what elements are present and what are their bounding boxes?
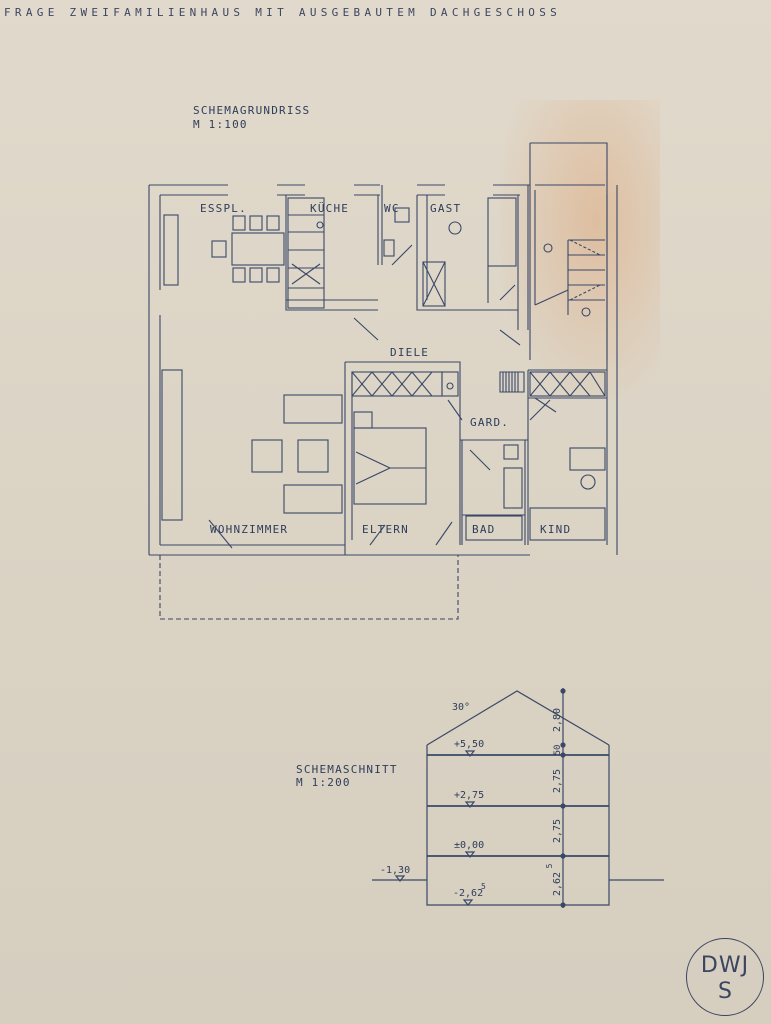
level-label-basement: -2,62 — [453, 888, 483, 899]
room-label-kueche: KÜCHE — [310, 202, 350, 215]
level-label-ground: -1,30 — [380, 865, 410, 876]
level-label-275: +2,75 — [454, 790, 484, 801]
room-label-gard: GARD. — [470, 416, 510, 429]
dim-label-275-lower: 2,75 — [552, 819, 563, 843]
roof-outline — [426, 690, 610, 746]
section-title: SCHEMASCHNITT — [296, 763, 398, 776]
wc-gast-walls — [416, 185, 529, 330]
dim-label-275-upper: 2,75 — [552, 769, 563, 793]
wall-west — [148, 185, 161, 555]
initials-stamp: DWJ S — [686, 938, 764, 1016]
room-label-wohnzimmer: WOHNZIMMER — [210, 523, 289, 536]
dim-label-2625-sup: 5 — [545, 863, 554, 868]
kitchen-walls — [285, 185, 383, 311]
room-label-diele: DIELE — [390, 346, 430, 359]
level-label-550: +5,50 — [454, 739, 484, 750]
eltern-walls — [344, 361, 528, 545]
plan-title: SCHEMAGRUNDRISS — [193, 104, 311, 117]
wall-south — [149, 544, 530, 556]
dim-label-280: 2,80 — [552, 708, 563, 732]
stamp-line-1: DWJ — [700, 953, 750, 978]
kind-walls — [527, 369, 607, 545]
stamp-line-2: S — [718, 979, 732, 1004]
room-label-eltern: ELTERN — [362, 523, 409, 536]
room-label-wc: WC — [384, 202, 400, 215]
room-label-bad: BAD — [472, 523, 496, 536]
house-outline — [426, 745, 610, 906]
room-label-kind: KIND — [540, 523, 572, 536]
roof-angle-label: 30° — [452, 702, 470, 713]
level-label-000: ±0,00 — [454, 840, 484, 851]
terrace-outline — [159, 555, 459, 620]
room-label-esspl: ESSPL. — [200, 202, 247, 215]
section-scale: M 1:200 — [296, 776, 351, 789]
dim-label-2625: 2,62 — [552, 872, 563, 896]
stair-bay — [529, 142, 608, 360]
stairs — [534, 184, 605, 315]
wall-north — [149, 184, 530, 196]
plan-scale: M 1:100 — [193, 118, 248, 131]
sheet-header-title: FRAGE ZWEIFAMILIENHAUS MIT AUSGEBAUTEM D… — [4, 6, 562, 19]
room-label-gast: GAST — [430, 202, 462, 215]
level-label-basement-sup: 5 — [481, 882, 486, 891]
bath-walls — [461, 440, 526, 545]
dim-label-50: 50 — [553, 745, 563, 756]
